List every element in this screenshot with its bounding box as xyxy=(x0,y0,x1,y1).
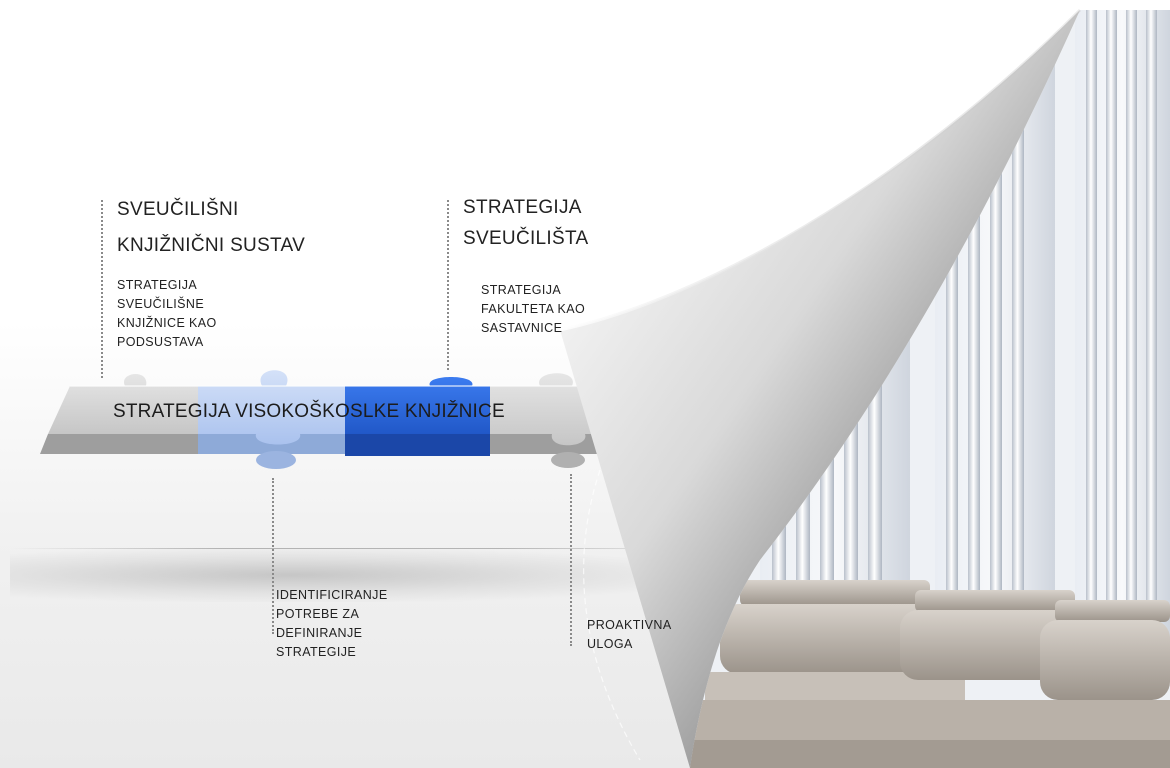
label-top-left-line1: SVEUČILIŠNI xyxy=(117,199,239,220)
puzzle-piece-gray-1 xyxy=(48,373,200,434)
label-top-right-line2: SVEUČILIŠTA xyxy=(463,228,589,249)
label-top-right-sub-line: SASTAVNICE xyxy=(481,321,563,335)
puzzle-row xyxy=(40,370,650,469)
label-top-right-sub: STRATEGIJA FAKULTETA KAO SASTAVNICE xyxy=(481,281,585,338)
label-center-strategy: STRATEGIJA VISOKOŠKOSLKE KNJIŽNICE xyxy=(113,401,505,422)
label-top-left-sub: STRATEGIJA SVEUČILIŠNE KNJIŽNICE KAO POD… xyxy=(117,276,217,352)
label-top-left-sub-line: STRATEGIJA xyxy=(117,278,198,292)
label-top-left-title: SVEUČILIŠNI KNJIŽNIČNI SUSTAV xyxy=(117,192,305,264)
floor-shadow xyxy=(10,548,710,602)
label-top-left-line2: KNJIŽNIČNI SUSTAV xyxy=(117,235,306,256)
label-bottom-mid-line: STRATEGIJE xyxy=(276,645,357,659)
leader-line-top-left xyxy=(101,200,103,378)
leader-line-bottom-right xyxy=(570,474,572,646)
label-bottom-mid: IDENTIFICIRANJE POTREBE ZA DEFINIRANJE S… xyxy=(276,586,388,662)
label-top-right-line1: STRATEGIJA xyxy=(463,197,582,218)
puzzle-edge-blue xyxy=(345,434,490,456)
leader-line-top-right xyxy=(447,200,449,370)
puzzle-knob-bottom-mid xyxy=(256,451,296,469)
page-curl-edge xyxy=(559,8,1082,332)
label-bottom-mid-line: DEFINIRANJE xyxy=(276,626,363,640)
label-top-right-title: STRATEGIJA SVEUČILIŠTA xyxy=(463,192,588,254)
label-top-right-sub-line: STRATEGIJA xyxy=(481,283,562,297)
leader-line-bottom-mid xyxy=(272,478,274,634)
label-bottom-right: PROAKTIVNA ULOGA xyxy=(587,616,672,654)
label-bottom-right-line: ULOGA xyxy=(587,637,633,651)
page-curl-arc xyxy=(583,469,641,761)
label-top-left-sub-line: SVEUČILIŠNE xyxy=(117,297,205,311)
label-top-right-sub-line: FAKULTETA KAO xyxy=(481,302,586,316)
label-top-left-sub-line: KNJIŽNICE KAO xyxy=(117,316,217,330)
page-curl xyxy=(560,10,1080,768)
puzzle-piece-light-blue xyxy=(198,370,345,445)
label-top-left-sub-line: PODSUSTAVA xyxy=(117,335,204,349)
floor-line xyxy=(10,548,710,549)
label-bottom-mid-line: IDENTIFICIRANJE xyxy=(276,588,388,602)
label-bottom-mid-line: POTREBE ZA xyxy=(276,607,360,621)
puzzle-knob-bottom-right xyxy=(551,452,585,468)
label-bottom-right-line: PROAKTIVNA xyxy=(587,618,672,632)
puzzle-piece-blue xyxy=(345,377,490,434)
